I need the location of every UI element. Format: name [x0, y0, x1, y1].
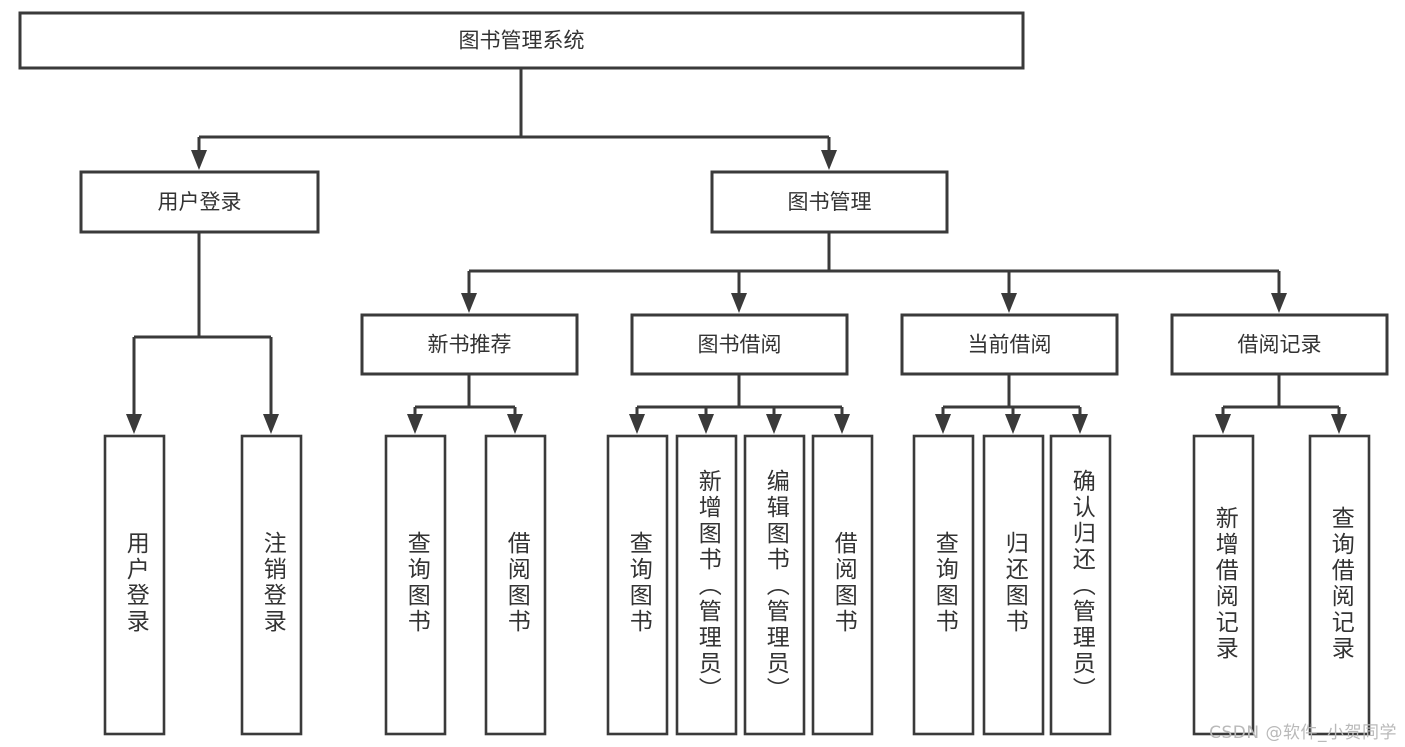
- node-label-new-book-recommend: 新书推荐: [428, 333, 512, 357]
- node-box-leaf-logout[interactable]: [240, 434, 303, 736]
- node-box-new-book-recommend[interactable]: [360, 313, 579, 376]
- arrow-head-icon: [731, 293, 747, 313]
- arrow-head-icon: [191, 150, 207, 170]
- node-box-borrow-record[interactable]: [1170, 313, 1389, 376]
- arrow-head-icon: [821, 150, 837, 170]
- node-box-leaf-return-book[interactable]: [982, 434, 1045, 736]
- arrow-head-icon: [1331, 414, 1347, 434]
- node-boxes-layer: [18, 11, 1389, 736]
- node-box-book-manage[interactable]: [710, 170, 949, 234]
- conn-currentborrow-to-leaves: [935, 374, 1088, 434]
- arrow-head-icon: [834, 414, 850, 434]
- node-box-current-borrow[interactable]: [900, 313, 1119, 376]
- arrow-head-icon: [1072, 414, 1088, 434]
- conn-root-to-level2: [191, 68, 837, 170]
- arrow-head-icon: [507, 414, 523, 434]
- node-box-leaf-add-book[interactable]: [675, 434, 738, 736]
- conn-newbook-to-leaves: [407, 374, 523, 434]
- node-box-leaf-confirm-return[interactable]: [1049, 434, 1112, 736]
- node-box-book-borrow[interactable]: [630, 313, 849, 376]
- node-box-leaf-edit-book[interactable]: [743, 434, 806, 736]
- node-label-current-borrow: 当前借阅: [968, 333, 1052, 357]
- arrow-head-icon: [461, 293, 477, 313]
- node-box-leaf-borrow-book-1[interactable]: [484, 434, 547, 736]
- conn-bookmanage-to-level3: [461, 232, 1287, 313]
- node-label-book-borrow: 图书借阅: [698, 333, 782, 357]
- node-box-user-login[interactable]: [79, 170, 320, 234]
- node-label-borrow-record: 借阅记录: [1238, 333, 1322, 357]
- conn-borrowrecord-to-leaves: [1215, 374, 1347, 434]
- node-label-user-login: 用户登录: [158, 190, 242, 214]
- node-label-root: 图书管理系统: [459, 29, 585, 53]
- arrow-head-icon: [126, 414, 142, 434]
- node-box-leaf-query-book-1[interactable]: [384, 434, 447, 736]
- arrow-head-icon: [407, 414, 423, 434]
- node-box-root[interactable]: [18, 11, 1025, 70]
- arrow-head-icon: [1001, 293, 1017, 313]
- node-box-leaf-query-book-3[interactable]: [912, 434, 975, 736]
- node-box-leaf-borrow-book-2[interactable]: [811, 434, 874, 736]
- connectors-layer: [126, 68, 1347, 434]
- node-box-leaf-add-record[interactable]: [1192, 434, 1255, 736]
- arrow-head-icon: [1005, 414, 1021, 434]
- arrow-head-icon: [629, 414, 645, 434]
- arrow-head-icon: [263, 414, 279, 434]
- node-box-leaf-query-book-2[interactable]: [606, 434, 669, 736]
- node-label-book-manage: 图书管理: [788, 190, 872, 214]
- node-box-leaf-query-record[interactable]: [1308, 434, 1371, 736]
- arrow-head-icon: [1271, 293, 1287, 313]
- arrow-head-icon: [935, 414, 951, 434]
- conn-userlogin-to-leaves: [126, 232, 279, 434]
- node-box-leaf-user-login[interactable]: [103, 434, 166, 736]
- arrow-head-icon: [698, 414, 714, 434]
- conn-bookborrow-to-leaves: [629, 374, 850, 434]
- arrow-head-icon: [1215, 414, 1231, 434]
- arrow-head-icon: [766, 414, 782, 434]
- watermark: CSDN @软件_小贺同学: [1209, 723, 1397, 743]
